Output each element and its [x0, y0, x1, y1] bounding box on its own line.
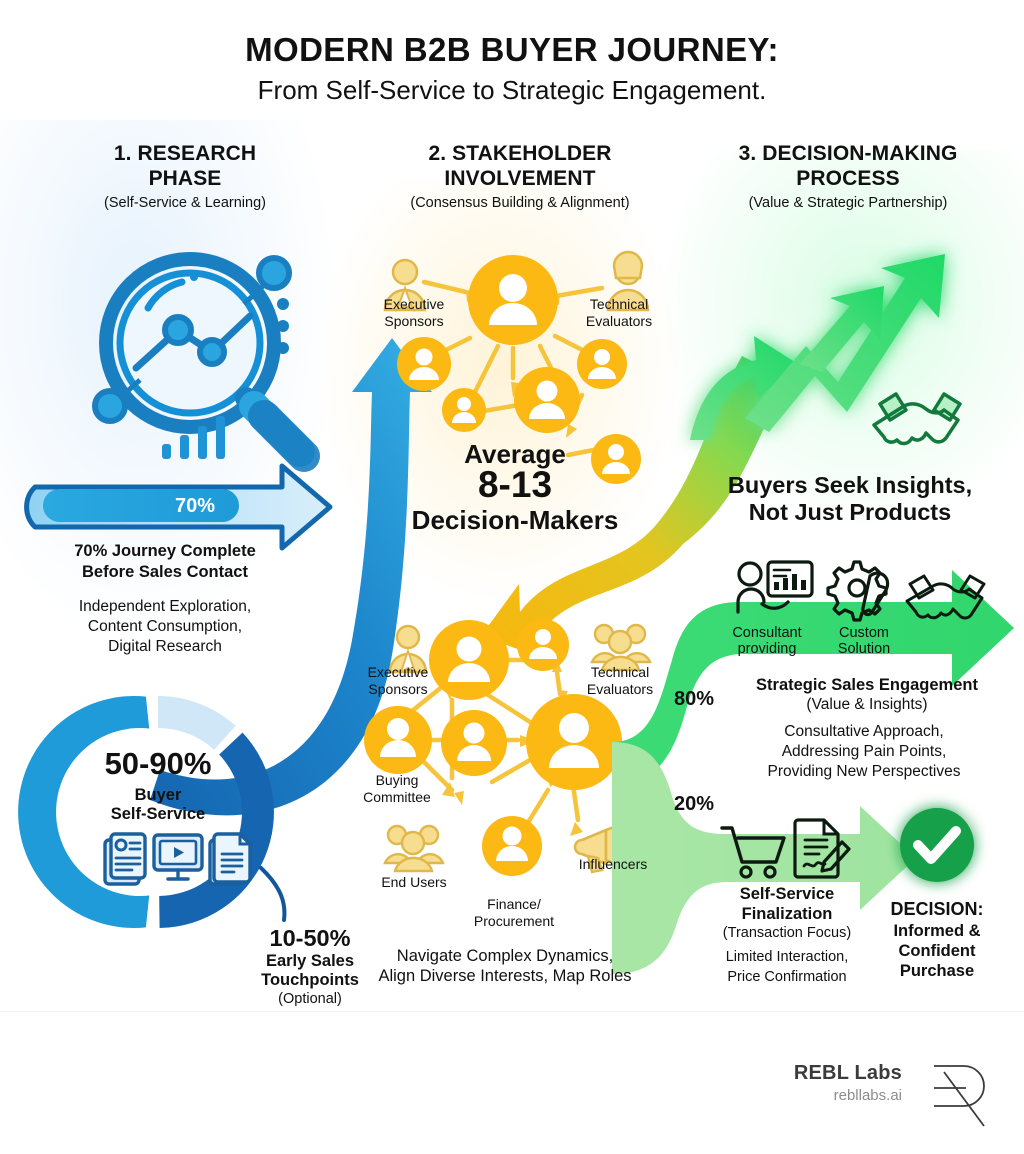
donut-callout-note: (Optional): [278, 991, 342, 1007]
strategic-title: Strategic Sales Engagement: [756, 676, 978, 694]
column-research-title-line2: PHASE: [148, 166, 222, 190]
brand-name: REBL Labs: [793, 1062, 902, 1084]
column-header-decision: 3. DECISION-MAKING PROCESS (Value & Stra…: [688, 142, 1008, 211]
selfservice-title-line2: Finalization: [741, 905, 833, 923]
video-play-icon: [152, 833, 204, 881]
page-title: MODERN B2B BUYER JOURNEY:: [245, 31, 779, 68]
page-subtitle: From Self-Service to Strategic Engagemen…: [257, 75, 767, 105]
column-decision-subtitle: (Value & Strategic Partnership): [748, 195, 948, 212]
stakeholder-top-exec-line1: Executive: [383, 296, 445, 312]
selfservice-detail-line2: Price Confirmation: [727, 969, 847, 985]
brand-block: REBL Labs rebllabs.ai: [794, 1062, 902, 1104]
consultant-label-line1: Consultant: [732, 625, 802, 641]
stakeholder-top-tech-line1: Technical: [589, 296, 649, 312]
bottom-buying-committee-line1: Buying: [375, 772, 419, 788]
column-stakeholder-title-line2: INVOLVEMENT: [444, 166, 596, 190]
donut-callout-value: 10-50%: [269, 925, 351, 951]
check-circle-icon: [900, 808, 974, 882]
column-stakeholder-subtitle: (Consensus Building & Alignment): [410, 195, 630, 212]
bottom-finance-line1: Finance/: [487, 896, 541, 912]
bottom-exec-sponsors-line1: Executive: [367, 664, 429, 680]
research-detail-line3: Digital Research: [108, 638, 222, 655]
decision-outcome-line3: Purchase: [899, 962, 975, 980]
donut-center-label-line1: Buyer: [134, 786, 182, 804]
shopping-cart-icon: [720, 826, 786, 879]
bottom-end-users: End Users: [381, 874, 447, 890]
decision-makers-count: 8-13: [477, 464, 553, 505]
end-users-group-icon: [383, 824, 445, 873]
strategic-subtitle: (Value & Insights): [806, 696, 928, 713]
self-service-content-icons: [103, 832, 252, 886]
stakeholder-top-tech-line2: Evaluators: [585, 313, 653, 329]
custom-solution-label-line1: Custom: [839, 625, 889, 641]
column-stakeholder-title-line1: 2. STAKEHOLDER: [428, 142, 612, 165]
column-research-subtitle: (Self-Service & Learning): [104, 195, 266, 212]
research-detail-line2: Content Consumption,: [87, 618, 243, 635]
stakeholder-network-bottom: [364, 619, 652, 876]
handshake-icon: [905, 574, 986, 620]
decision-outcome-line2: Confident: [898, 942, 976, 960]
text-document-icon: [208, 832, 252, 886]
decision-headline-line1: Buyers Seek Insights,: [727, 472, 973, 498]
bottom-exec-sponsors-line2: Sponsors: [368, 681, 428, 697]
consultant-chart-icon: [736, 560, 814, 614]
bottom-buying-committee-line2: Committee: [363, 789, 431, 805]
strategic-detail-line3: Providing New Perspectives: [767, 763, 961, 780]
bottom-tech-evaluators-line1: Technical: [590, 664, 650, 680]
research-headline-line2: Before Sales Contact: [82, 563, 248, 581]
column-decision-title-line2: PROCESS: [796, 166, 900, 190]
bottom-finance-line2: Procurement: [473, 913, 555, 929]
strategic-detail-line2: Addressing Pain Points,: [781, 743, 947, 760]
bottom-influencers: Influencers: [578, 856, 648, 872]
donut-callout-line2: Touchpoints: [261, 971, 359, 989]
contract-signing-icon: [793, 818, 851, 879]
column-header-stakeholder: 2. STAKEHOLDER INVOLVEMENT (Consensus Bu…: [355, 142, 685, 211]
rebl-r-monogram-icon: [934, 1065, 985, 1127]
selfservice-subtitle: (Transaction Focus): [722, 925, 852, 941]
consultant-label-line2: providing: [737, 641, 797, 657]
decision-outcome-title: DECISION:: [890, 899, 984, 919]
gear-wrench-icon: [826, 560, 890, 622]
background-tint-warm: [320, 180, 680, 600]
column-decision-title-line1: 3. DECISION-MAKING: [738, 142, 958, 165]
decision-makers-label: Decision-Makers: [411, 505, 619, 535]
custom-solution-label-line2: Solution: [837, 641, 891, 657]
research-detail-line1: Independent Exploration,: [78, 598, 252, 615]
donut-center-value: 50-90%: [104, 746, 212, 781]
footer-divider: [0, 1011, 1024, 1012]
selfservice-detail-line1: Limited Interaction,: [725, 949, 849, 965]
strategic-detail-line1: Consultative Approach,: [784, 723, 944, 740]
stakeholder-caption-line1: Navigate Complex Dynamics,: [396, 947, 614, 965]
selfservice-title-line1: Self-Service: [739, 885, 835, 903]
progress-percent-label: 70%: [174, 495, 216, 517]
decision-outcome-line1: Informed &: [893, 922, 981, 940]
column-research-title-line1: 1. RESEARCH: [113, 142, 257, 165]
brand-url: rebllabs.ai: [833, 1087, 902, 1104]
donut-center-label-line2: Self-Service: [110, 805, 206, 823]
research-headline-line1: 70% Journey Complete: [74, 542, 256, 560]
bottom-tech-evaluators-line2: Evaluators: [586, 681, 654, 697]
stakeholder-top-exec-line2: Sponsors: [384, 313, 444, 329]
decision-makers-average-word: Average: [464, 439, 566, 469]
column-header-research: 1. RESEARCH PHASE (Self-Service & Learni…: [25, 142, 345, 211]
donut-callout-line1: Early Sales: [265, 952, 355, 970]
decision-headline-line2: Not Just Products: [748, 499, 952, 525]
strategic-percent-80: 80%: [673, 688, 715, 710]
stakeholder-caption-line2: Align Diverse Interests, Map Roles: [378, 967, 632, 985]
report-document-icon: [103, 832, 147, 886]
selfservice-percent-20: 20%: [673, 793, 715, 815]
